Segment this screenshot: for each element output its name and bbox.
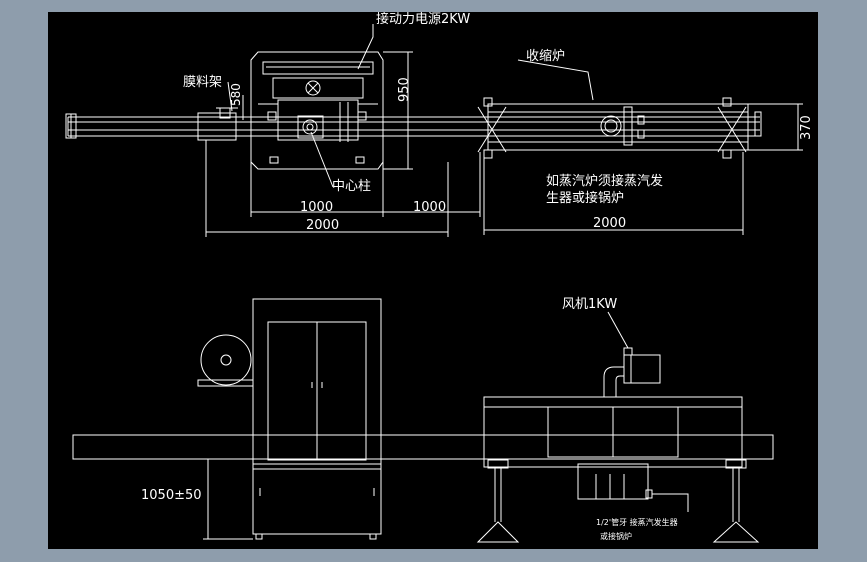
conveyor-top (65, 113, 760, 139)
fan-front (603, 347, 661, 397)
fan-label: 风机1KW (562, 297, 617, 312)
steam-pipe-label-line2: 或接锅炉 (600, 531, 632, 541)
dim-oven-total: 2000 (593, 216, 626, 231)
main-machine-front (252, 298, 382, 540)
power-supply-label: 接动力电源2KW (376, 12, 470, 27)
fan-leader (607, 311, 629, 349)
dim-gap-width: 1000 (413, 200, 446, 215)
cad-drawing-canvas: 接动力电源2KW 膜料架 收缩炉 中心柱 如蒸汽炉须接蒸汽发 生器或接锅炉 58… (48, 12, 818, 549)
dim-machine-depth: 950 (397, 77, 412, 102)
oven-legs (476, 459, 760, 543)
shrink-oven-front (483, 396, 743, 500)
dim-film-rack-height: 580 (229, 83, 243, 106)
front-view: 风机1KW 1050±50 1/2'管牙 接蒸汽发生器 或接锅炉 (72, 297, 774, 543)
film-roll-front (197, 334, 254, 387)
shrink-oven-label: 收缩炉 (526, 48, 565, 64)
table-height-label: 1050±50 (141, 488, 202, 503)
main-machine-top (250, 51, 384, 170)
shrink-oven-top (477, 97, 762, 159)
dim-machine-width: 1000 (300, 200, 333, 215)
cad-drawing: 接动力电源2KW 膜料架 收缩炉 中心柱 如蒸汽炉须接蒸汽发 生器或接锅炉 58… (65, 12, 814, 543)
dim-oven-depth: 370 (799, 115, 814, 140)
conveyor-front (72, 434, 774, 460)
steam-note-line2: 生器或接锅炉 (546, 190, 624, 206)
center-column-label: 中心柱 (332, 179, 371, 194)
steam-pipe-label-line1: 1/2'管牙 接蒸汽发生器 (596, 517, 678, 527)
leader-lines-top (227, 24, 594, 188)
film-rack-top (197, 107, 238, 141)
steam-note-line1: 如蒸汽炉须接蒸汽发 (546, 173, 663, 189)
steam-pipe-leader (652, 493, 689, 512)
dim-left-total: 2000 (306, 218, 339, 233)
dimension-lines-top (205, 51, 803, 237)
film-rack-label: 膜料架 (183, 75, 222, 90)
top-view: 接动力电源2KW 膜料架 收缩炉 中心柱 如蒸汽炉须接蒸汽发 生器或接锅炉 58… (65, 12, 814, 237)
